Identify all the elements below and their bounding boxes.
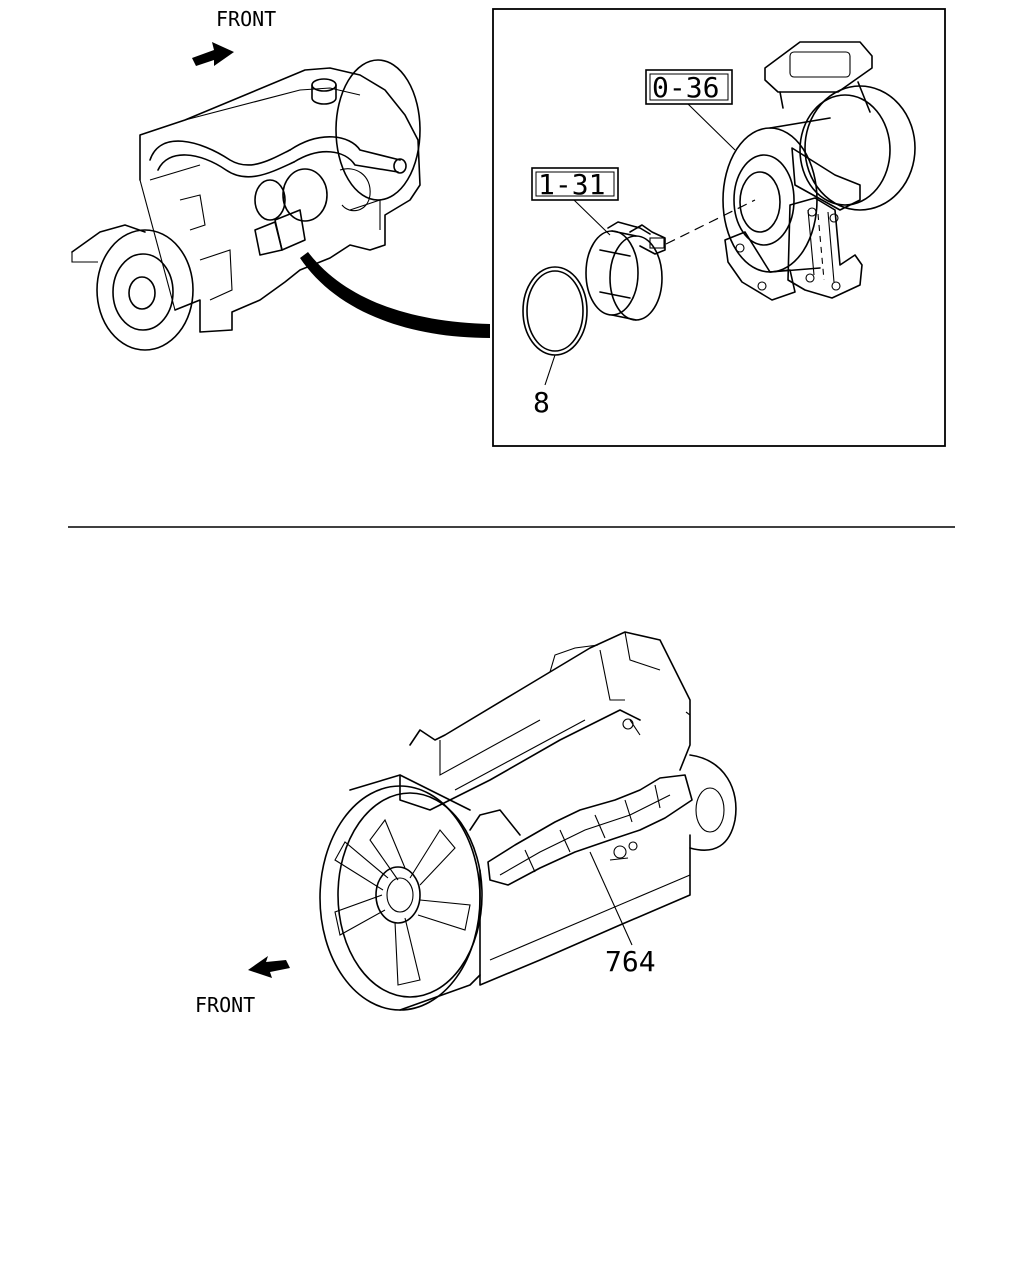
callout-gasket-ref: 8 — [533, 386, 550, 419]
clamp — [585, 221, 666, 321]
gasket — [522, 266, 588, 356]
callout-8: 8 — [533, 354, 556, 419]
callout-bracket-ref: 764 — [605, 945, 656, 978]
callout-0-36: 0-36 — [645, 69, 736, 151]
bottom-front-label: FRONT — [195, 993, 255, 1017]
assembly-centerline — [665, 199, 756, 245]
top-engine-overview — [71, 59, 421, 351]
callout-clamp-ref: 1-31 — [538, 168, 605, 201]
callout-turbo-ref: 0-36 — [652, 71, 719, 104]
top-detail-box — [492, 8, 946, 447]
callout-1-31: 1-31 — [531, 167, 619, 236]
bottom-diagram: 764 FRONT — [195, 631, 737, 1017]
callout-764-leader — [589, 851, 633, 946]
top-diagram: FRONT — [71, 7, 946, 447]
bottom-front-arrow-icon — [248, 956, 290, 978]
turbocharger — [722, 41, 916, 301]
bracket-part — [487, 774, 693, 886]
top-front-arrow-icon — [192, 42, 234, 66]
top-callout-band — [300, 252, 490, 338]
bottom-engine — [319, 631, 737, 1011]
top-front-label: FRONT — [216, 7, 276, 31]
